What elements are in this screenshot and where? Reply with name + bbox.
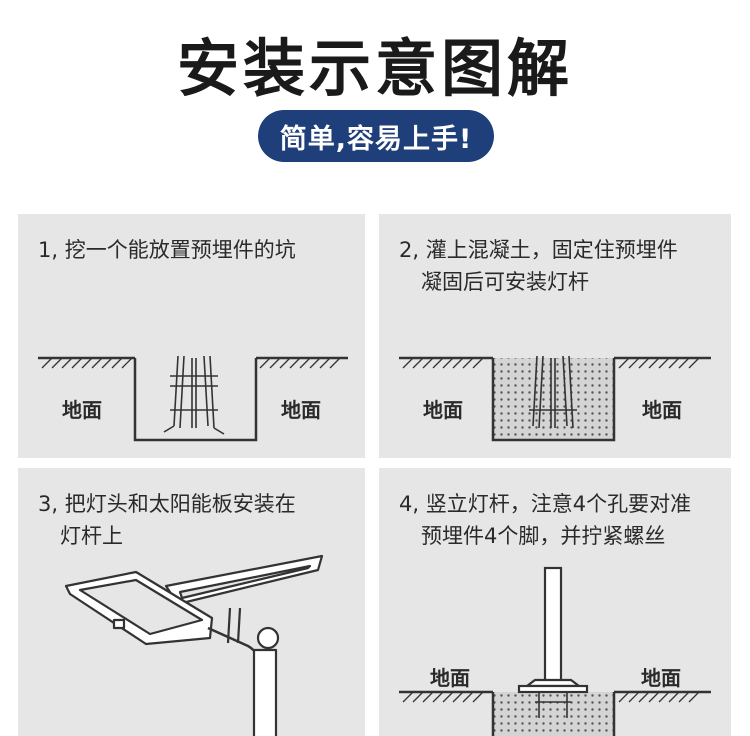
- step-4-line-1: 4, 竖立灯杆，注意4个孔要对准: [399, 492, 692, 516]
- step-3-text: 3, 把灯头和太阳能板安装在 灯杆上: [38, 488, 355, 552]
- pole-install-diagram: [399, 566, 711, 736]
- pit-diagram: [38, 355, 348, 442]
- step-2-line-1: 2, 灌上混凝土，固定住预埋件: [399, 238, 678, 262]
- anchor-cage: [163, 355, 225, 435]
- ground-label-right: 地面: [642, 398, 682, 422]
- ground-label-left: 地面: [423, 398, 463, 422]
- step-3-line-1: 3, 把灯头和太阳能板安装在: [38, 492, 296, 516]
- step-4-text: 4, 竖立灯杆，注意4个孔要对准 预埋件4个脚，并拧紧螺丝: [399, 488, 721, 552]
- step-4-panel: 4, 竖立灯杆，注意4个孔要对准 预埋件4个脚，并拧紧螺丝: [379, 468, 731, 736]
- step-4-line-2: 预埋件4个脚，并拧紧螺丝: [421, 524, 666, 548]
- subtitle-badge: 简单,容易上手!: [258, 110, 494, 162]
- ground-label-right: 地面: [641, 666, 681, 690]
- ground-label-left: 地面: [62, 398, 102, 422]
- step-3-panel: 3, 把灯头和太阳能板安装在 灯杆上: [18, 468, 365, 736]
- ground-label-right: 地面: [281, 398, 321, 422]
- lamp-assembly-diagram: [64, 554, 324, 736]
- step-1-line-1: 1, 挖一个能放置预埋件的坑: [38, 238, 296, 262]
- step-1-panel: 1, 挖一个能放置预埋件的坑: [18, 214, 365, 458]
- lamp-pole: [517, 566, 589, 694]
- step-1-text: 1, 挖一个能放置预埋件的坑: [38, 234, 355, 266]
- step-2-line-2: 凝固后可安装灯杆: [421, 270, 589, 294]
- step-2-panel: 2, 灌上混凝土，固定住预埋件 凝固后可安装灯杆: [379, 214, 731, 458]
- step-2-text: 2, 灌上混凝土，固定住预埋件 凝固后可安装灯杆: [399, 234, 721, 298]
- concrete-diagram: [399, 355, 711, 442]
- page-title: 安装示意图解: [176, 32, 573, 105]
- step-3-line-2: 灯杆上: [60, 524, 123, 548]
- ground-label-left: 地面: [430, 666, 470, 690]
